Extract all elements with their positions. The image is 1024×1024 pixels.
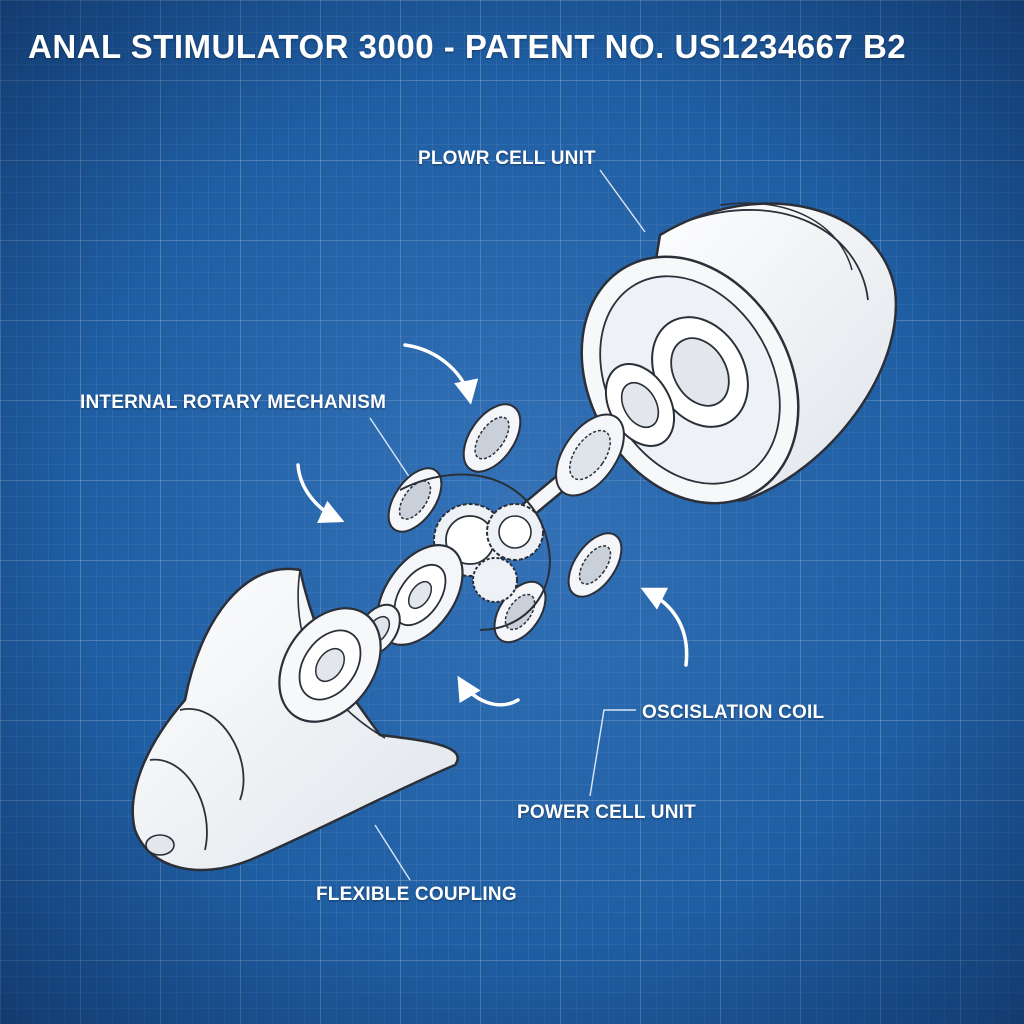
rotation-arrow-2	[296, 463, 345, 524]
bearing-ring-4	[567, 532, 623, 598]
label-power-cell-top: PLOWR CELL UNIT	[418, 148, 596, 169]
rotation-arrow-4	[457, 675, 520, 707]
leader-lines	[369, 169, 646, 881]
label-flexible-coupling: FLEXIBLE COUPLING	[316, 884, 517, 905]
label-oscillation-coil: OSCISLATION COIL	[642, 702, 825, 723]
label-internal-rotary-mechanism: INTERNAL ROTARY MECHANISM	[80, 392, 387, 413]
rotation-arrow-1	[403, 343, 479, 405]
label-power-cell-bottom: POWER CELL UNIT	[517, 802, 696, 823]
gear-cluster	[399, 473, 552, 631]
bearing-ring-1	[462, 403, 522, 473]
motion-arrows	[296, 343, 689, 707]
leader-flexible-coupling	[374, 824, 411, 881]
rotation-arrow-3	[640, 587, 689, 667]
page-title: ANAL STIMULATOR 3000 - PATENT NO. US1234…	[28, 28, 907, 65]
power-cell-housing	[580, 202, 898, 505]
bearing-ring-2	[555, 413, 625, 497]
leader-oscillation-coil	[589, 709, 636, 797]
bearing-ring-3	[387, 467, 443, 533]
leader-internal-rotary	[369, 417, 411, 479]
tip-housing	[131, 567, 459, 872]
leader-power-cell-top	[599, 169, 646, 233]
